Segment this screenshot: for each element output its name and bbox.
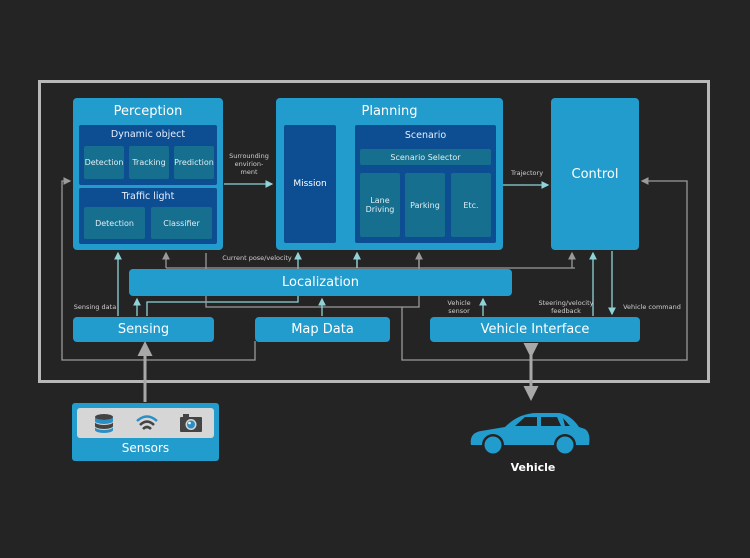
label-vehicle-command: Vehicle command (623, 303, 681, 311)
system-frame (38, 80, 710, 383)
sensor-icons-panel (77, 408, 214, 438)
label-vehicle-sensor: Vehicle sensor (447, 299, 471, 315)
sensing-module[interactable]: Sensing (73, 317, 214, 342)
localization-module[interactable]: Localization (129, 269, 512, 296)
scenario-group: Scenario Scenario Selector Lane Driving … (355, 125, 496, 243)
vehicle-label: Vehicle (510, 461, 556, 474)
vehicle-interface-title: Vehicle Interface (480, 322, 590, 337)
scenario-selector[interactable]: Scenario Selector (360, 149, 491, 165)
traffic-light-title: Traffic light (121, 191, 175, 202)
perception-detection[interactable]: Detection (84, 146, 124, 179)
scenario-parking[interactable]: Parking (405, 173, 445, 237)
label-surrounding-environment: Surrounding envirion- ment (229, 152, 269, 176)
dynamic-object-title: Dynamic object (110, 129, 186, 140)
label-trajectory: Trajectory (510, 169, 544, 177)
scenario-etc[interactable]: Etc. (451, 173, 491, 237)
database-icon (95, 414, 113, 433)
sensors-block[interactable]: Sensors (72, 403, 219, 461)
planning-title: Planning (361, 104, 418, 119)
sensors-title: Sensors (121, 441, 170, 455)
car-icon[interactable] (467, 405, 593, 457)
label-sensing-data: Sensing data (73, 303, 117, 311)
vehicle-interface-module[interactable]: Vehicle Interface (430, 317, 640, 342)
traffic-light-classifier[interactable]: Classifier (151, 207, 212, 239)
camera-icon (180, 414, 202, 432)
traffic-light-group: Traffic light Detection Classifier (79, 188, 217, 244)
planning-module[interactable]: Planning Mission Scenario Scenario Selec… (276, 98, 503, 250)
scenario-title: Scenario (404, 130, 447, 141)
sensing-title: Sensing (117, 322, 170, 337)
perception-prediction[interactable]: Prediction (174, 146, 214, 179)
map-data-module[interactable]: Map Data (255, 317, 390, 342)
wire-left-loop (61, 177, 256, 361)
perception-tracking[interactable]: Tracking (129, 146, 169, 179)
traffic-light-detection[interactable]: Detection (84, 207, 145, 239)
perception-module[interactable]: Perception Dynamic object Detection Trac… (73, 98, 223, 250)
control-title: Control (571, 166, 619, 182)
control-module[interactable]: Control (551, 98, 639, 250)
label-current-pose: Current pose/velocity (222, 254, 292, 262)
localization-title: Localization (282, 275, 359, 290)
dynamic-object-group: Dynamic object Detection Tracking Predic… (79, 125, 217, 185)
mission-block[interactable]: Mission (284, 125, 336, 243)
wireless-icon (136, 415, 158, 430)
wire-right-loop (401, 177, 688, 361)
scenario-lane-driving[interactable]: Lane Driving (360, 173, 400, 237)
label-steering-feedback: Steering/velocity feedback (538, 299, 594, 315)
map-data-title: Map Data (291, 322, 354, 337)
perception-title: Perception (113, 104, 183, 119)
